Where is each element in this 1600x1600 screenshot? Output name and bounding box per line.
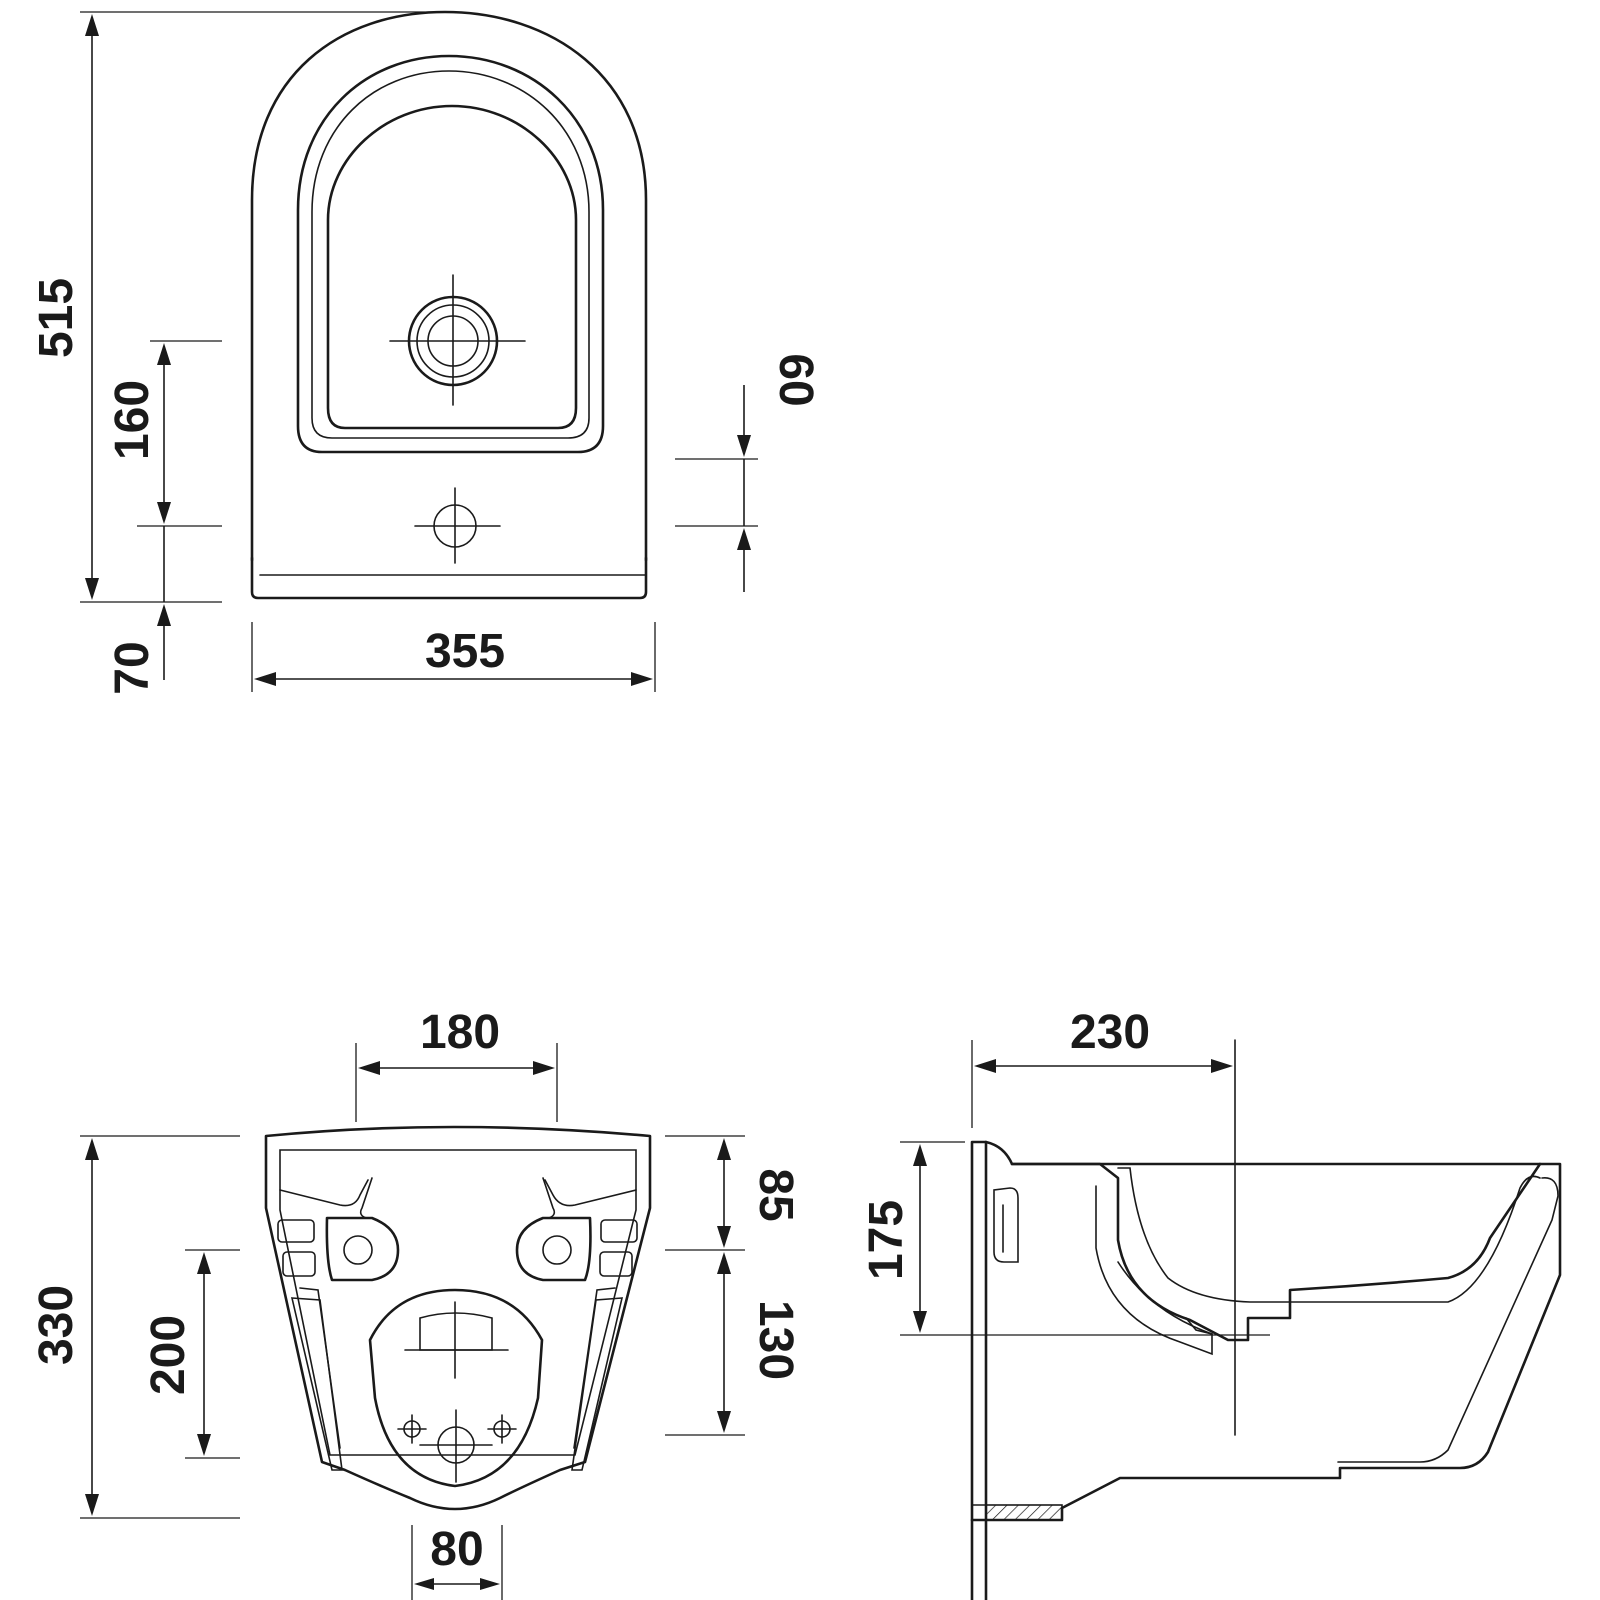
side-view-front-curve xyxy=(1337,1177,1559,1463)
rear-view-right-fixing xyxy=(515,1177,592,1282)
top-view-bowl-opening xyxy=(326,104,578,430)
side-view-trapway xyxy=(1095,1185,1213,1356)
rear-view-ribs-right xyxy=(571,1219,638,1471)
dimension-180-label: 180 xyxy=(420,1006,500,1059)
top-view: 515 160 70 355 60 xyxy=(30,10,822,695)
dimension-60: 60 xyxy=(737,353,822,592)
dimension-200-label: 200 xyxy=(142,1315,195,1395)
dimension-130-label: 130 xyxy=(749,1300,802,1380)
dimension-85: 85 xyxy=(717,1138,802,1248)
dimension-80-label: 80 xyxy=(430,1523,483,1576)
dimension-330-label: 330 xyxy=(30,1285,83,1365)
side-view-bowl-inner xyxy=(1117,1167,1541,1303)
dimension-175: 175 xyxy=(860,1144,927,1333)
rear-view-outer-outline xyxy=(264,1125,652,1511)
dimension-160: 160 xyxy=(106,343,171,524)
dimension-180: 180 xyxy=(358,1006,555,1075)
dimension-60-label: 60 xyxy=(769,353,822,406)
dimension-230: 230 xyxy=(974,1006,1233,1073)
side-view-rear-wall xyxy=(993,1187,1019,1263)
top-view-water-inlet xyxy=(414,487,501,564)
dimension-200: 200 xyxy=(142,1252,211,1456)
top-view-drain xyxy=(389,274,526,406)
top-view-rear-ledge xyxy=(250,556,648,600)
rear-view-waste-opening xyxy=(368,1288,544,1488)
rear-view: 180 330 200 85 130 xyxy=(30,1006,802,1600)
side-view-outer-outline xyxy=(970,1140,1562,1522)
side-view: 230 175 xyxy=(860,1006,1562,1600)
dimension-230-label: 230 xyxy=(1070,1006,1150,1059)
dimension-515: 515 xyxy=(30,14,99,600)
dimension-515-label: 515 xyxy=(30,278,83,358)
rear-view-ribs-left xyxy=(277,1219,343,1471)
top-view-outer-outline xyxy=(250,10,648,562)
dimension-85-label: 85 xyxy=(749,1168,802,1221)
side-view-base-hatch xyxy=(985,1504,1063,1521)
side-view-wall-flange xyxy=(970,1140,988,1600)
dimension-130: 130 xyxy=(717,1252,802,1433)
dimension-355: 355 xyxy=(254,625,653,686)
dimension-70-label: 70 xyxy=(106,641,159,694)
rear-view-crossbar xyxy=(279,1179,637,1207)
top-view-rim xyxy=(296,54,605,454)
dimension-355-label: 355 xyxy=(425,625,505,678)
dimension-175-label: 175 xyxy=(860,1200,913,1280)
dimension-160-label: 160 xyxy=(106,380,159,460)
side-view-bowl xyxy=(1010,1162,1542,1342)
rear-view-inner-frame xyxy=(279,1149,637,1456)
rear-view-left-fixing xyxy=(325,1177,400,1282)
dimension-330: 330 xyxy=(30,1138,99,1516)
dimension-70: 70 xyxy=(106,526,171,695)
top-view-rim-inner xyxy=(311,70,590,439)
dimension-80: 80 xyxy=(414,1523,500,1590)
